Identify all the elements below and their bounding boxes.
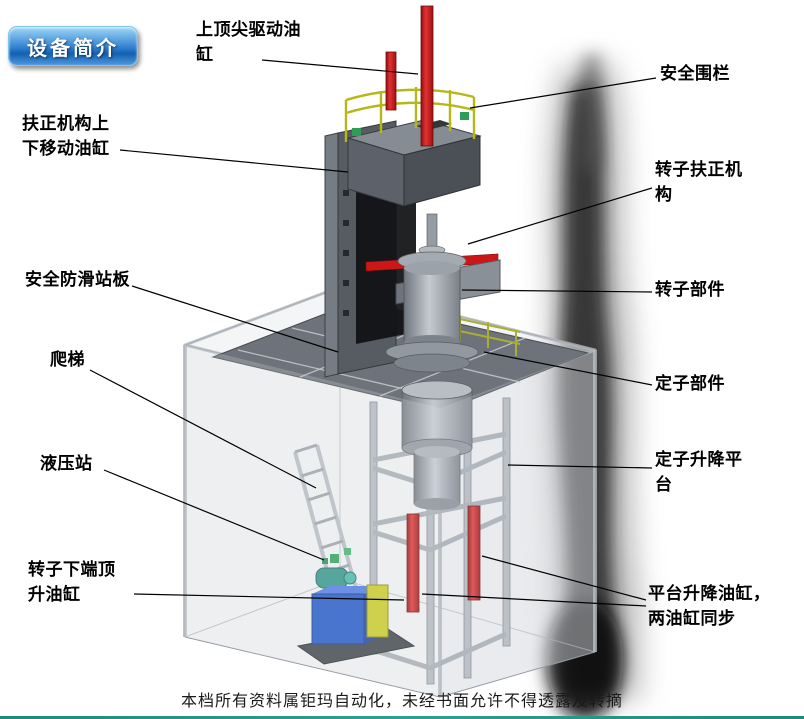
leader-lines: [89, 59, 657, 607]
callout-rotor-bottom-jack-cylinder: 转子下端顶升油缸: [28, 560, 116, 604]
safety-fence-railing: [344, 87, 476, 142]
hydraulic-station-graphic: [296, 548, 416, 665]
callout-stator-component: 定子部件: [655, 374, 725, 393]
callout-safety-fence: 安全围栏: [660, 64, 730, 83]
bottom-accent-bar: [0, 716, 804, 719]
stator-assembly: [401, 380, 473, 510]
callout-stator-lift-platform: 定子升降平台: [655, 450, 743, 494]
callout-platform-lift-cylinders: 平台升降油缸，两油缸同步: [648, 584, 771, 628]
leader-rotor-centering-mechanism: [467, 187, 653, 245]
confidentiality-notice: 本档所有资料属钜玛自动化，未经书面允许不得透露及转摘: [180, 693, 623, 710]
callout-top-drive-cylinder: 上顶尖驱动油缸: [196, 20, 301, 64]
leader-rotor-component: [461, 289, 653, 293]
slide-title-badge[interactable]: 设备简介: [8, 26, 138, 66]
top-drive-cylinder-rods: [385, 5, 434, 147]
leader-rotor-bottom-jack-cylinder: [133, 593, 405, 601]
callout-ladder: 爬梯: [50, 350, 85, 369]
leader-ladder: [89, 369, 317, 489]
callout-rotor-component: 转子部件: [655, 280, 725, 299]
crosshead: [346, 119, 482, 207]
enclosure-glass-overlay: [185, 345, 595, 697]
leader-platform-lift-cylinder-1: [481, 555, 647, 601]
leader-safety-fence: [469, 77, 657, 109]
callout-centering-lift-cylinder: 扶正机构上下移动油缸: [22, 114, 110, 158]
leader-platform-lift-cylinder-2: [421, 593, 647, 607]
leader-hydraulic-station: [103, 469, 325, 561]
leader-stator-component: [483, 351, 653, 386]
leader-top-drive-cylinder: [261, 59, 419, 75]
callout-hydraulic-station: 液压站: [40, 454, 93, 473]
leader-stator-lift-platform: [507, 464, 653, 469]
callout-rotor-centering-mechanism: 转子扶正机构: [655, 160, 743, 204]
callout-antislip-platform: 安全防滑站板: [25, 270, 130, 289]
leader-antislip-platform: [131, 285, 339, 353]
platform-lift-cylinder-rods: [406, 505, 481, 613]
leader-centering-lift-cylinder: [119, 149, 349, 173]
